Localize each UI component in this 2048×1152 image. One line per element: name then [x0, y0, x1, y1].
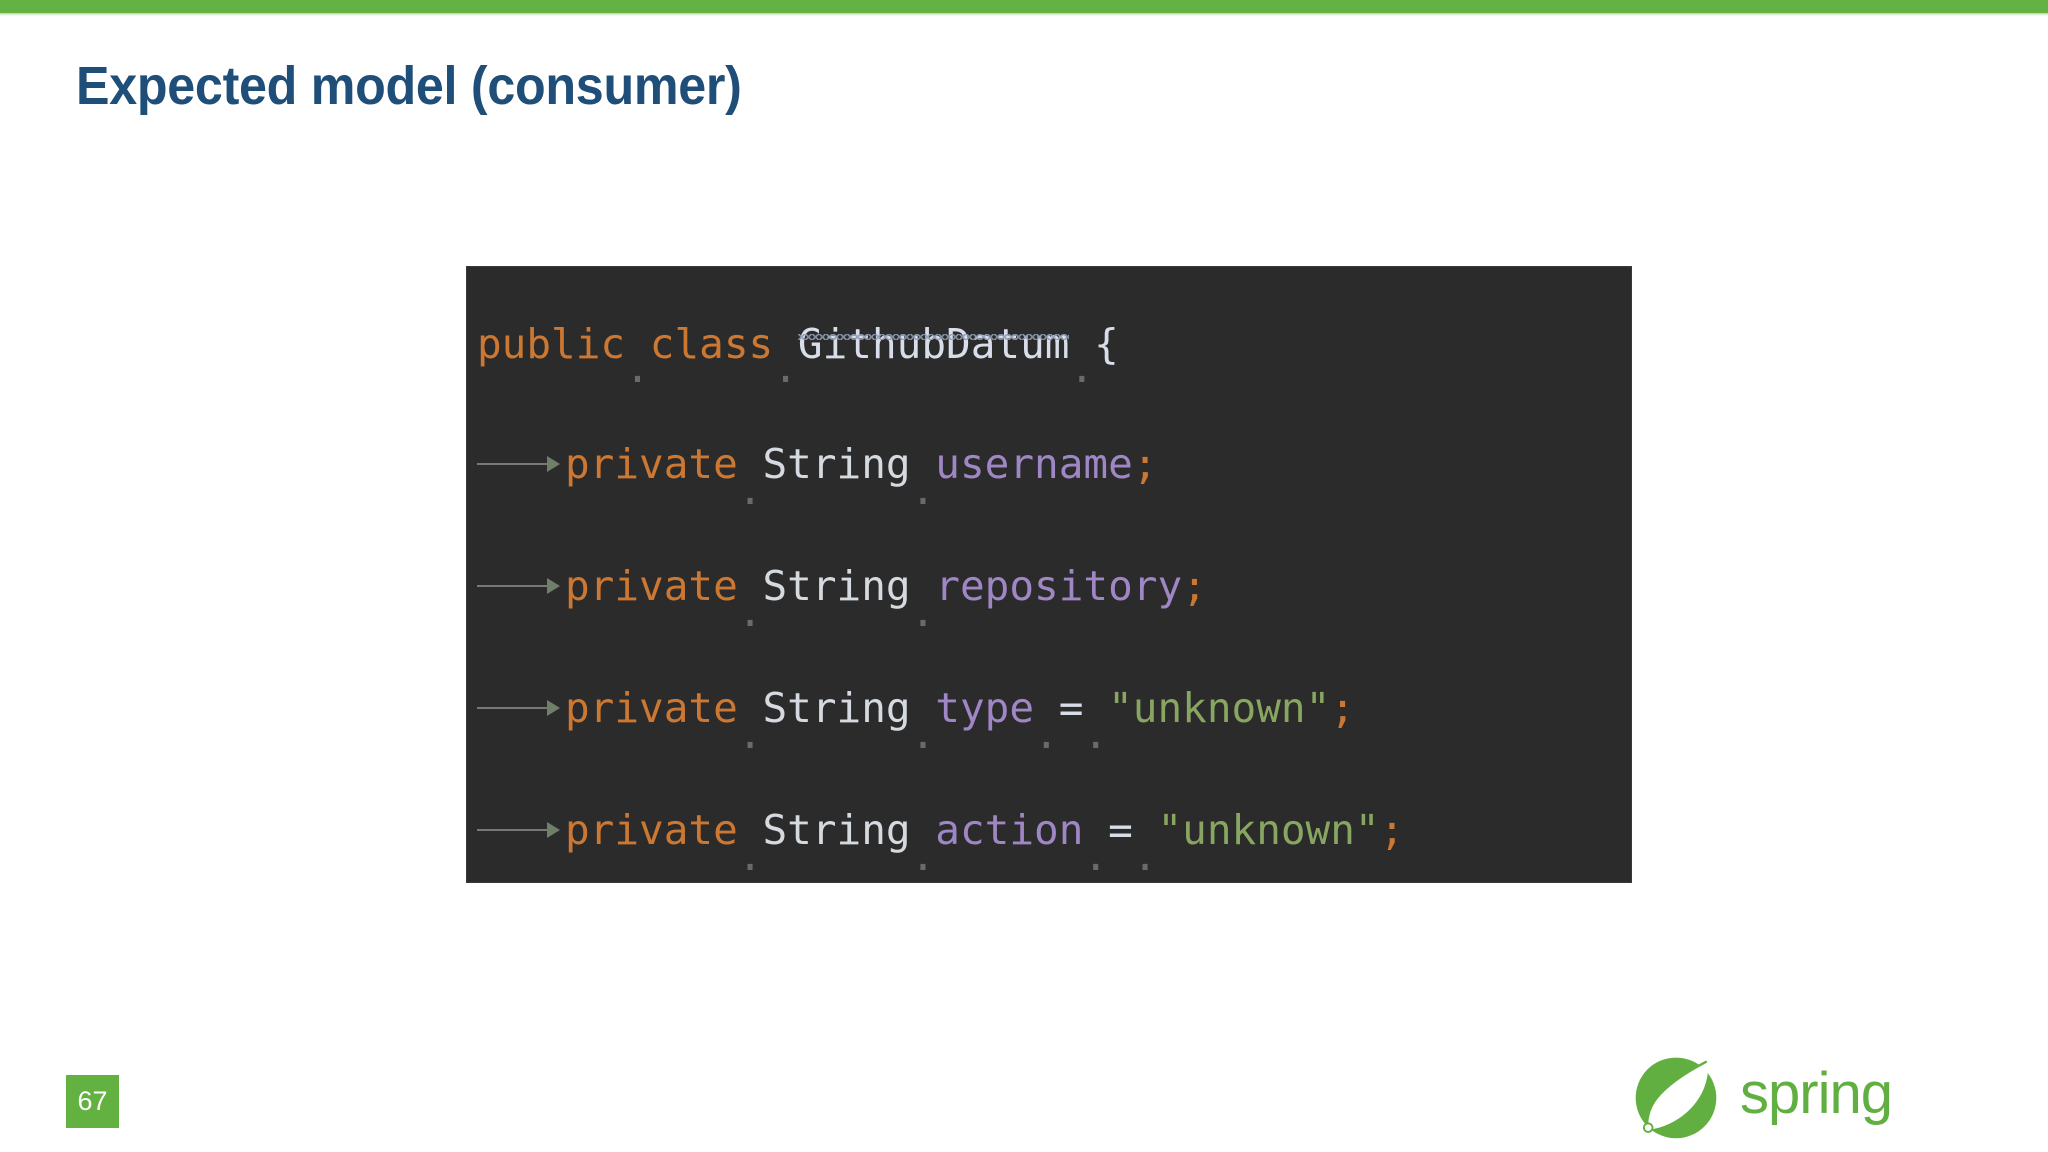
code-lines-container: public class GithubDatum {private String… — [467, 285, 1631, 882]
code-token-brace: { — [1094, 320, 1119, 368]
indent-guide-arrow-icon — [477, 578, 561, 594]
code-line: public class GithubDatum { — [467, 285, 1631, 403]
code-token-field: action — [935, 806, 1084, 854]
code-line: private String username; — [467, 403, 1631, 525]
code-token-punct: ; — [1182, 562, 1207, 610]
code-line: private String repository; — [467, 525, 1631, 647]
whitespace-dot-marker — [738, 440, 763, 488]
code-line-text: private String type = "unknown"; — [565, 647, 1355, 769]
indent-guide-arrow-icon — [477, 700, 561, 716]
code-token-type: String — [762, 806, 911, 854]
code-token-type: String — [762, 684, 911, 732]
code-line-text: public class GithubDatum { — [477, 285, 1119, 403]
whitespace-dot-marker — [625, 320, 650, 368]
top-accent-bar-shadow — [0, 13, 2048, 16]
code-token-keyword: public — [477, 320, 626, 368]
spellcheck-squiggle-underline — [797, 334, 1070, 340]
code-token-punct: ; — [1132, 440, 1158, 488]
whitespace-dot-marker — [1034, 684, 1059, 732]
code-token-keyword: private — [565, 562, 738, 610]
code-token-type: String — [762, 562, 911, 610]
whitespace-dot-marker — [738, 806, 763, 854]
code-token-keyword: class — [649, 320, 774, 368]
code-token-string: "unknown" — [1108, 684, 1331, 732]
whitespace-dot-marker — [911, 440, 936, 488]
spring-wordmark: spring — [1740, 1061, 1893, 1126]
whitespace-dot-marker — [1083, 684, 1108, 732]
code-token-keyword: private — [565, 440, 738, 488]
code-token-class-name: GithubDatum — [797, 320, 1070, 368]
spring-leaf-icon — [1635, 1057, 1717, 1139]
code-token-punct: ; — [1379, 806, 1405, 854]
code-token-operator: = — [1058, 684, 1084, 732]
code-token-punct: ; — [1330, 684, 1355, 732]
code-line-text: private String action = "unknown"; — [565, 769, 1405, 882]
code-token-keyword: private — [565, 684, 738, 732]
code-token-field: username — [935, 440, 1133, 488]
whitespace-dot-marker — [1083, 806, 1108, 854]
code-line-text: private String username; — [565, 403, 1157, 525]
code-line-text: private String repository; — [565, 525, 1207, 647]
spring-logo: spring — [1628, 1048, 2000, 1144]
code-token-field: repository — [935, 562, 1183, 610]
whitespace-dot-marker — [911, 562, 936, 610]
code-screenshot-figure: public class GithubDatum {private String… — [466, 266, 1632, 883]
whitespace-dot-marker — [1133, 806, 1158, 854]
code-line: private String action = "unknown"; — [467, 769, 1631, 882]
whitespace-dot-marker — [773, 320, 798, 368]
indent-guide-arrow-icon — [477, 822, 561, 838]
whitespace-dot-marker — [738, 684, 763, 732]
page-number-badge: 67 — [66, 1075, 119, 1128]
code-token-string: "unknown" — [1157, 806, 1380, 854]
svg-text:spring: spring — [1740, 1061, 1892, 1126]
top-accent-bar — [0, 0, 2048, 13]
code-token-type: String — [762, 440, 911, 488]
code-token-operator: = — [1108, 806, 1133, 854]
whitespace-dot-marker — [911, 684, 936, 732]
code-token-keyword: private — [565, 806, 738, 854]
whitespace-dot-marker — [738, 562, 763, 610]
page-title: Expected model (consumer) — [76, 56, 742, 116]
code-line: private String type = "unknown"; — [467, 647, 1631, 769]
whitespace-dot-marker — [911, 806, 936, 854]
whitespace-dot-marker — [1069, 320, 1094, 368]
code-token-field: type — [935, 684, 1035, 732]
indent-guide-arrow-icon — [477, 456, 561, 472]
